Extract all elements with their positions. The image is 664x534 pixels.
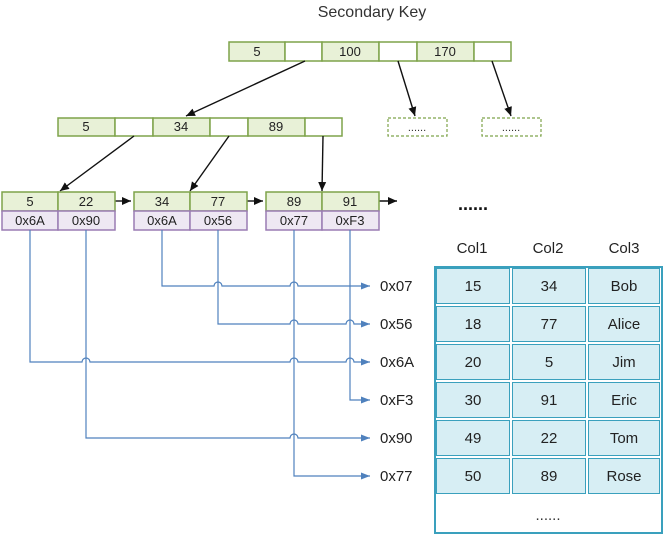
table-row: 49 22 Tom xyxy=(436,420,660,456)
table-cell-bg xyxy=(436,458,510,494)
leaf-key: 89 xyxy=(287,194,301,209)
pointer-line-0xF3 xyxy=(349,230,370,404)
internal-key: 34 xyxy=(174,119,188,134)
address-label: 0x6A xyxy=(380,354,414,371)
internal-key: 89 xyxy=(269,119,283,134)
root-key: 170 xyxy=(434,44,456,59)
pointer-line-0x77 xyxy=(293,230,370,480)
table-row: 20 5 Jim xyxy=(436,344,660,380)
arrow-internal-to-leaf xyxy=(189,135,230,192)
table-cell: 15 xyxy=(465,278,482,295)
leaf-pointer: 0x56 xyxy=(204,213,232,228)
arrow-root-to-placeholder xyxy=(397,60,417,117)
table-cell-bg xyxy=(512,382,586,418)
table-cell: 20 xyxy=(465,354,482,371)
table-cell: 50 xyxy=(465,468,482,485)
leaf-pointer: 0x6A xyxy=(15,213,45,228)
pointer-line-0x07 xyxy=(161,230,370,290)
table-cell-bg xyxy=(588,344,660,380)
placeholder-node: ...... xyxy=(387,117,448,137)
table-more-row: ...... xyxy=(535,507,560,524)
leaf-pointer: 0x6A xyxy=(147,213,177,228)
table-cell-bg xyxy=(588,382,660,418)
leaf-continuation: ...... xyxy=(458,194,488,214)
table-cell-bg xyxy=(436,306,510,342)
internal-node: 5 34 89 xyxy=(57,117,343,137)
pointer-line-0x6A xyxy=(29,230,370,366)
address-label: 0x56 xyxy=(380,316,413,333)
address-label: 0x90 xyxy=(380,430,413,447)
table-cell: 5 xyxy=(545,354,553,371)
placeholder-node: ...... xyxy=(481,117,542,137)
column-header: Col2 xyxy=(533,240,564,257)
leaf-key: 34 xyxy=(155,194,169,209)
table-cell-bg xyxy=(588,458,660,494)
table-cell-bg xyxy=(436,344,510,380)
table-row: 30 91 Eric xyxy=(436,382,660,418)
table-row: 50 89 Rose xyxy=(436,458,660,494)
leaf-key: 5 xyxy=(26,194,33,209)
leaf-node: 5 22 0x6A 0x90 xyxy=(1,191,116,231)
table-cell: 89 xyxy=(541,468,558,485)
table-cell: Alice xyxy=(608,316,641,333)
table-cell: 91 xyxy=(541,392,558,409)
root-key: 100 xyxy=(339,44,361,59)
table-cell-bg xyxy=(512,344,586,380)
table-cell-bg xyxy=(512,268,586,304)
pointer-line-0x90 xyxy=(85,230,370,442)
leaf-key: 77 xyxy=(211,194,225,209)
address-label: 0xF3 xyxy=(380,392,413,409)
address-label: 0x77 xyxy=(380,468,413,485)
table-cell-bg xyxy=(588,420,660,456)
leaf-pointer: 0x90 xyxy=(72,213,100,228)
table-cell: 18 xyxy=(465,316,482,333)
table-cell-bg xyxy=(436,268,510,304)
leaf-key: 91 xyxy=(343,194,357,209)
leaf-node: 34 77 0x6A 0x56 xyxy=(133,191,248,231)
tree-arrows xyxy=(59,60,512,205)
leaf-pointer: 0xF3 xyxy=(336,213,365,228)
table-cell: 77 xyxy=(541,316,558,333)
leaf-pointer: 0x77 xyxy=(280,213,308,228)
table-cell: Bob xyxy=(611,278,638,295)
table-cell-bg xyxy=(512,458,586,494)
root-key: 5 xyxy=(253,44,260,59)
table-cell-bg xyxy=(588,268,660,304)
table-cell: Eric xyxy=(611,392,637,409)
pointer-lines xyxy=(29,230,370,480)
data-table: Col1 Col2 Col3 15 34 Bob 18 77 Alice 20 5 Jim 30 9… xyxy=(434,240,663,534)
table-cell: 30 xyxy=(465,392,482,409)
leaf-node: 89 91 0x77 0xF3 xyxy=(265,191,380,231)
placeholder-text: ...... xyxy=(408,122,426,134)
table-row: 18 77 Alice xyxy=(436,306,660,342)
placeholder-text: ...... xyxy=(502,122,520,134)
table-cell: Rose xyxy=(606,468,641,485)
internal-key: 5 xyxy=(82,119,89,134)
arrow-root-to-internal xyxy=(185,60,306,117)
root-node: 5 100 170 xyxy=(228,41,512,62)
table-cell: Tom xyxy=(610,430,638,447)
arrow-internal-to-leaf xyxy=(318,135,327,192)
table-cell-bg xyxy=(436,382,510,418)
address-labels: 0x07 0x56 0x6A 0xF3 0x90 0x77 xyxy=(380,278,414,485)
table-cell: Jim xyxy=(612,354,635,371)
table-cell-bg xyxy=(512,420,586,456)
column-header: Col1 xyxy=(457,240,488,257)
table-cell-bg xyxy=(512,306,586,342)
table-cell: 49 xyxy=(465,430,482,447)
arrow-root-to-placeholder xyxy=(491,60,512,117)
table-cell-bg xyxy=(588,306,660,342)
column-header: Col3 xyxy=(609,240,640,257)
leaf-key: 22 xyxy=(79,194,93,209)
address-label: 0x07 xyxy=(380,278,413,295)
table-row: 15 34 Bob xyxy=(436,268,660,304)
table-cell: 34 xyxy=(541,278,558,295)
arrow-internal-to-leaf xyxy=(59,135,135,192)
table-cell-bg xyxy=(436,420,510,456)
pointer-line-0x56 xyxy=(217,230,370,328)
diagram-title: Secondary Key xyxy=(318,4,427,21)
table-cell: 22 xyxy=(541,430,558,447)
